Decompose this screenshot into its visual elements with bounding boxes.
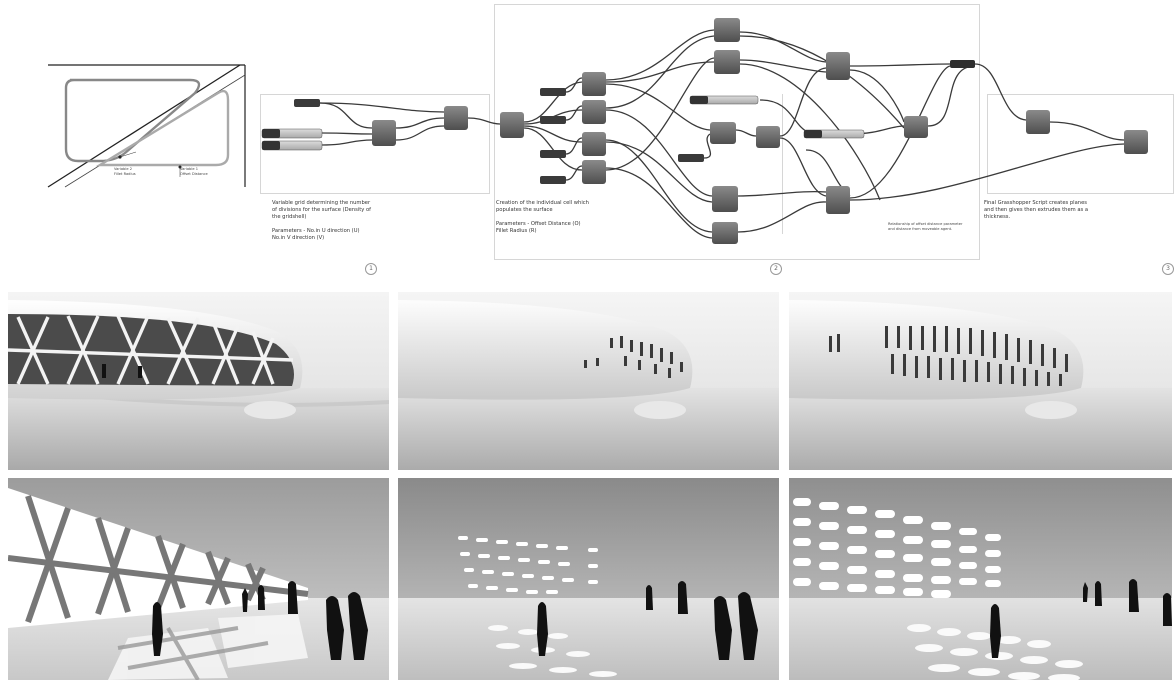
- step2-number: 2: [770, 263, 782, 275]
- step2-description: Creation of the individual cell which po…: [496, 200, 589, 234]
- sketch-label-offset: Variable 1 Offset Distance: [180, 167, 208, 176]
- grasshopper-node-graph: [261, 18, 1148, 244]
- step2-note: Relationship of offset distance paramete…: [888, 222, 963, 231]
- panel-frame-4: [987, 94, 1174, 194]
- exterior-render-1: [8, 292, 389, 470]
- panel-frame-3: [782, 94, 783, 234]
- panel-frame-1: [260, 94, 490, 194]
- step3-number: 3: [1162, 263, 1174, 275]
- step1-description: Variable grid determining the number of …: [272, 200, 372, 241]
- step1-number: 1: [365, 263, 377, 275]
- step3-description: Final Grasshopper Script creates planes …: [984, 200, 1089, 220]
- site-sketch: [42, 57, 254, 193]
- interior-render-1: [8, 478, 389, 680]
- interior-render-2: [398, 478, 779, 680]
- sketch-label-fillet: Variable 2 Fillet Radius: [114, 167, 136, 176]
- diagram-strip: Variable 2 Fillet Radius Variable 1 Offs…: [0, 0, 1176, 280]
- exterior-render-3: [789, 292, 1172, 470]
- panel-frame-2: [494, 4, 980, 260]
- exterior-render-2: [398, 292, 779, 470]
- interior-render-3: [789, 478, 1172, 680]
